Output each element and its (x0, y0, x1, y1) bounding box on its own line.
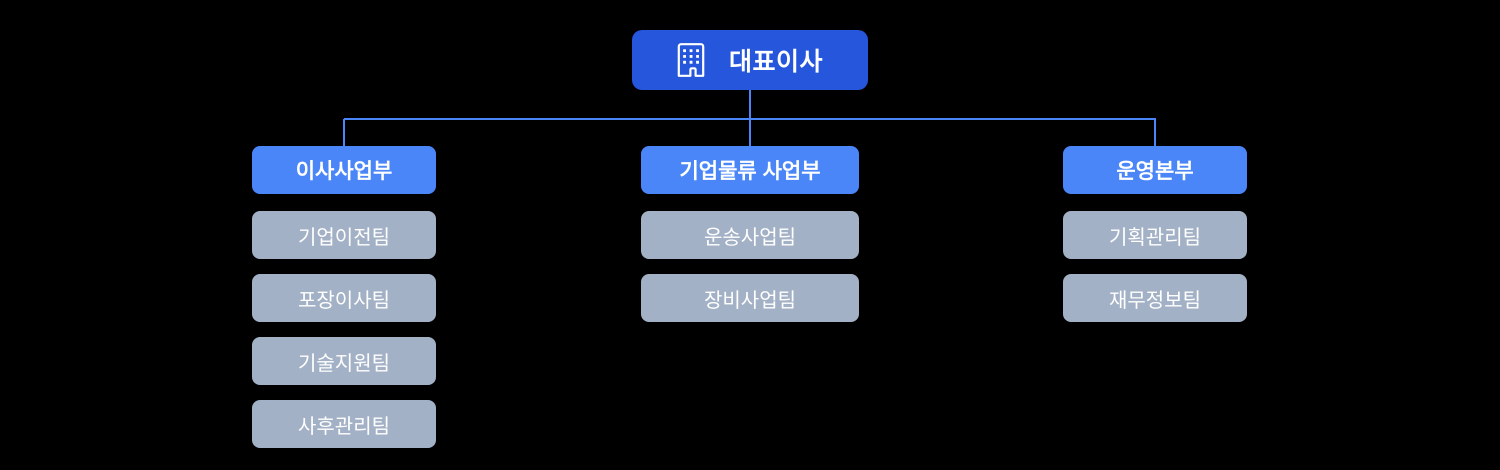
team-node[interactable]: 운송사업팀 (641, 211, 859, 259)
branch-column-1: 이사사업부 기업이전팀 포장이사팀 기술지원팀 사후관리팀 (252, 146, 436, 448)
team-list-1: 기업이전팀 포장이사팀 기술지원팀 사후관리팀 (252, 211, 436, 448)
division-node-3[interactable]: 운영본부 (1063, 146, 1247, 194)
team-label: 기획관리팀 (1109, 226, 1201, 249)
division-label-1: 이사사업부 (295, 160, 393, 183)
division-label-2: 기업물류 사업부 (679, 160, 821, 183)
division-node-1[interactable]: 이사사업부 (252, 146, 436, 194)
team-label: 기업이전팀 (298, 226, 390, 249)
team-label: 포장이사팀 (298, 289, 390, 312)
team-label: 사후관리팀 (298, 415, 390, 438)
team-label: 장비사업팀 (704, 289, 796, 312)
building-icon (677, 43, 705, 77)
team-node[interactable]: 장비사업팀 (641, 274, 859, 322)
root-node-label: 대표이사 (728, 48, 823, 76)
team-node[interactable]: 기술지원팀 (252, 337, 436, 385)
team-list-2: 운송사업팀 장비사업팀 (641, 211, 859, 322)
team-node[interactable]: 사후관리팀 (252, 400, 436, 448)
team-list-3: 기획관리팀 재무정보팀 (1063, 211, 1247, 322)
team-label: 기술지원팀 (298, 352, 390, 375)
team-label: 운송사업팀 (704, 226, 796, 249)
team-node[interactable]: 재무정보팀 (1063, 274, 1247, 322)
branch-column-2: 기업물류 사업부 운송사업팀 장비사업팀 (641, 146, 859, 322)
division-node-2[interactable]: 기업물류 사업부 (641, 146, 859, 194)
team-label: 재무정보팀 (1109, 289, 1201, 312)
team-node[interactable]: 기획관리팀 (1063, 211, 1247, 259)
team-node[interactable]: 포장이사팀 (252, 274, 436, 322)
team-node[interactable]: 기업이전팀 (252, 211, 436, 259)
branch-column-3: 운영본부 기획관리팀 재무정보팀 (1063, 146, 1247, 322)
root-node-ceo[interactable]: 대표이사 (632, 30, 868, 90)
division-label-3: 운영본부 (1116, 160, 1194, 183)
